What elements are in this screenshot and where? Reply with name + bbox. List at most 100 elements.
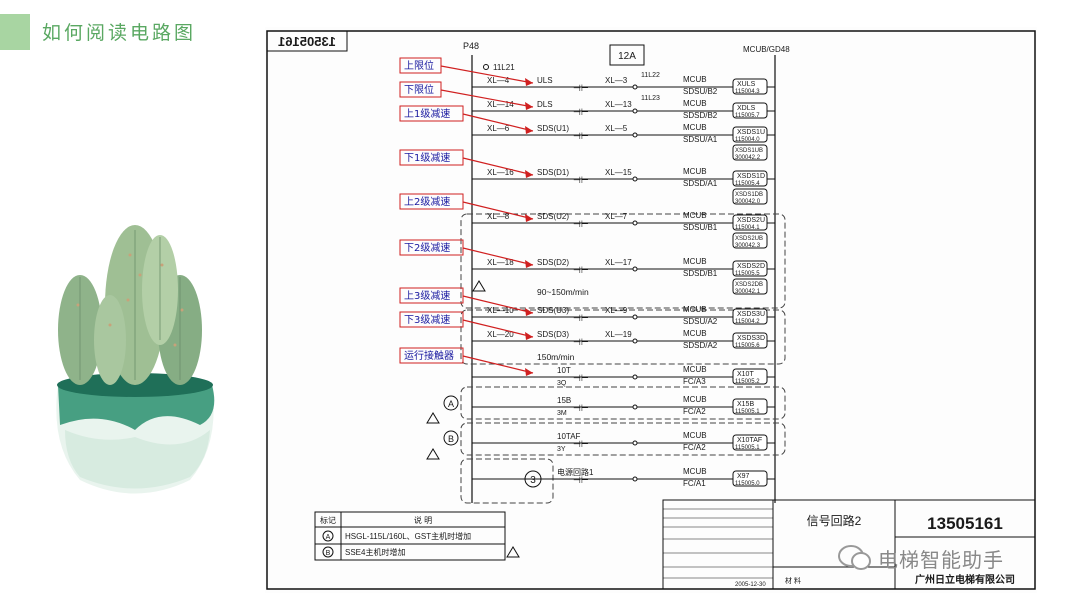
annotation-arrow: [462, 319, 534, 338]
terminal-box: [732, 470, 768, 487]
title-block-name: 信号回路2: [807, 513, 862, 528]
annotation-label: 下3级减速: [404, 314, 450, 326]
terminal-id-b: XSDS2DB: [735, 282, 763, 288]
speed-note-1: 90~150m/min: [537, 287, 589, 297]
terminal-id: XSDS3U: [737, 311, 765, 318]
annotation-arrow: [462, 355, 534, 374]
switch-label: DLS: [537, 100, 553, 109]
terminal-node: [632, 476, 638, 482]
contact-symbol: ⊣⊢: [573, 175, 589, 185]
switch-label: 10TAF: [557, 432, 581, 441]
annotation-label: 下限位: [404, 83, 434, 96]
switch-label: 15B: [557, 396, 571, 405]
annotation-arrow: [462, 157, 534, 176]
port-label: FC/A2: [683, 443, 706, 452]
legend-marker-b: B: [326, 550, 331, 557]
terminal-box: [732, 260, 768, 277]
terminal-box: [732, 102, 768, 119]
switch-sub-label: 3Y: [557, 446, 566, 453]
terminal-code: 115005.1: [735, 409, 760, 415]
wire-label-right: XL—17: [605, 258, 632, 267]
annotation-box: [399, 347, 464, 364]
annotation-arrowhead: [525, 126, 533, 134]
annotation-label: 下1级减速: [404, 152, 450, 164]
terminal-code: 115004.2: [735, 319, 760, 325]
terminal-box: [732, 78, 768, 95]
switch-sub-label: 3M: [557, 410, 567, 417]
drawing-number-top: 13505161: [278, 34, 336, 49]
wire-label-right: XL—5: [605, 124, 628, 133]
port-label: FC/A1: [683, 479, 706, 488]
schematic-drawing: 13505161 P48 12A MCUB/GD48 11L21 11L22 1…: [266, 30, 1036, 590]
switch-label: SDS(U3): [537, 306, 569, 315]
annotation-arrow: [462, 201, 534, 220]
contact-symbol: ⊣⊢: [573, 107, 589, 117]
wire-label-left: XL—8: [487, 212, 510, 221]
terminal-node: [632, 374, 638, 380]
slide-title: 如何阅读电路图: [42, 22, 197, 44]
switch-label: SDS(D1): [537, 168, 569, 177]
terminal-id: XSDS2U: [737, 217, 765, 224]
port-label: SDSD/A1: [683, 179, 718, 188]
switch-sub-label: 3Q: [557, 380, 567, 387]
terminal-box-b: [732, 278, 768, 295]
annotation-arrowhead: [525, 260, 533, 268]
annotation-arrow: [462, 247, 534, 266]
terminal-node: [632, 84, 638, 90]
annotation-box: [399, 287, 464, 304]
terminal-id: X97: [737, 473, 750, 480]
legend-marker-a: A: [326, 534, 331, 541]
terminal-code: 115005.1: [735, 445, 760, 451]
legend-col-desc: 说 明: [414, 515, 432, 525]
marker-b: B: [448, 434, 454, 444]
annotation-arrowhead: [525, 102, 533, 110]
title-block-number: 13505161: [927, 514, 1003, 533]
terminal-box-b: [732, 144, 768, 161]
label-p48: P48: [463, 41, 479, 51]
annotation-label: 运行接触器: [404, 349, 454, 362]
annotation-label: 上限位: [404, 59, 434, 72]
contact-symbol: ⊣⊢: [573, 219, 589, 229]
terminal-node: [632, 338, 638, 344]
terminal-id: X10TAF: [737, 437, 762, 444]
legend-table: 标记 说 明 A B HSGL-115L/160L、GST主机时增加 SSE4主…: [314, 511, 520, 561]
port-label: SDSU/B2: [683, 87, 718, 96]
mcub-label: MCUB: [683, 395, 707, 404]
terminal-node: [632, 266, 638, 272]
contact-symbol: ⊣⊢: [573, 131, 589, 141]
title-block-company: 广州日立电梯有限公司: [915, 573, 1015, 586]
wire-label-right: XL—15: [605, 168, 632, 177]
wire-label-left: XL—6: [487, 124, 510, 133]
annotation-box: [399, 81, 442, 98]
terminal-code: 115004.0: [735, 137, 760, 143]
terminal-id: XSDS1D: [737, 173, 765, 180]
wire-label-left: XL—14: [487, 100, 514, 109]
terminal-box: [732, 332, 768, 349]
terminal-code: 115005.2: [735, 379, 760, 385]
terminal-code-b: 300042.3: [735, 243, 761, 249]
annotation-arrowhead: [525, 214, 533, 222]
terminal-node: [632, 220, 638, 226]
terminal-box-b: [732, 232, 768, 249]
circuit-diagram-sheet: 13505161 P48 12A MCUB/GD48 11L21 11L22 1…: [265, 27, 1037, 593]
terminal-id-b: XSDS1DB: [735, 192, 763, 198]
contact-symbol: ⊣⊢: [573, 265, 589, 275]
terminal-box: [732, 126, 768, 143]
wire-label-right: XL—3: [605, 76, 628, 85]
switch-label: ULS: [537, 76, 553, 85]
node-11l23: 11L23: [641, 95, 660, 102]
annotation-box: [399, 239, 464, 256]
contact-symbol: ⊣⊢: [573, 373, 589, 383]
marker-3: 3: [530, 475, 536, 486]
annotation-label: 上1级减速: [404, 108, 450, 120]
terminal-code-b: 300042.1: [735, 289, 761, 295]
terminal-code: 115004.1: [735, 225, 760, 231]
terminal-box: [732, 368, 768, 385]
terminal-code: 115004.3: [735, 89, 760, 95]
terminal-id: XDLS: [737, 105, 756, 112]
title-block-date: 2005-12-30: [735, 582, 766, 588]
terminal-code-b: 300042.2: [735, 155, 761, 161]
wire-label-left: XL—4: [487, 76, 510, 85]
terminal-box: [732, 214, 768, 231]
